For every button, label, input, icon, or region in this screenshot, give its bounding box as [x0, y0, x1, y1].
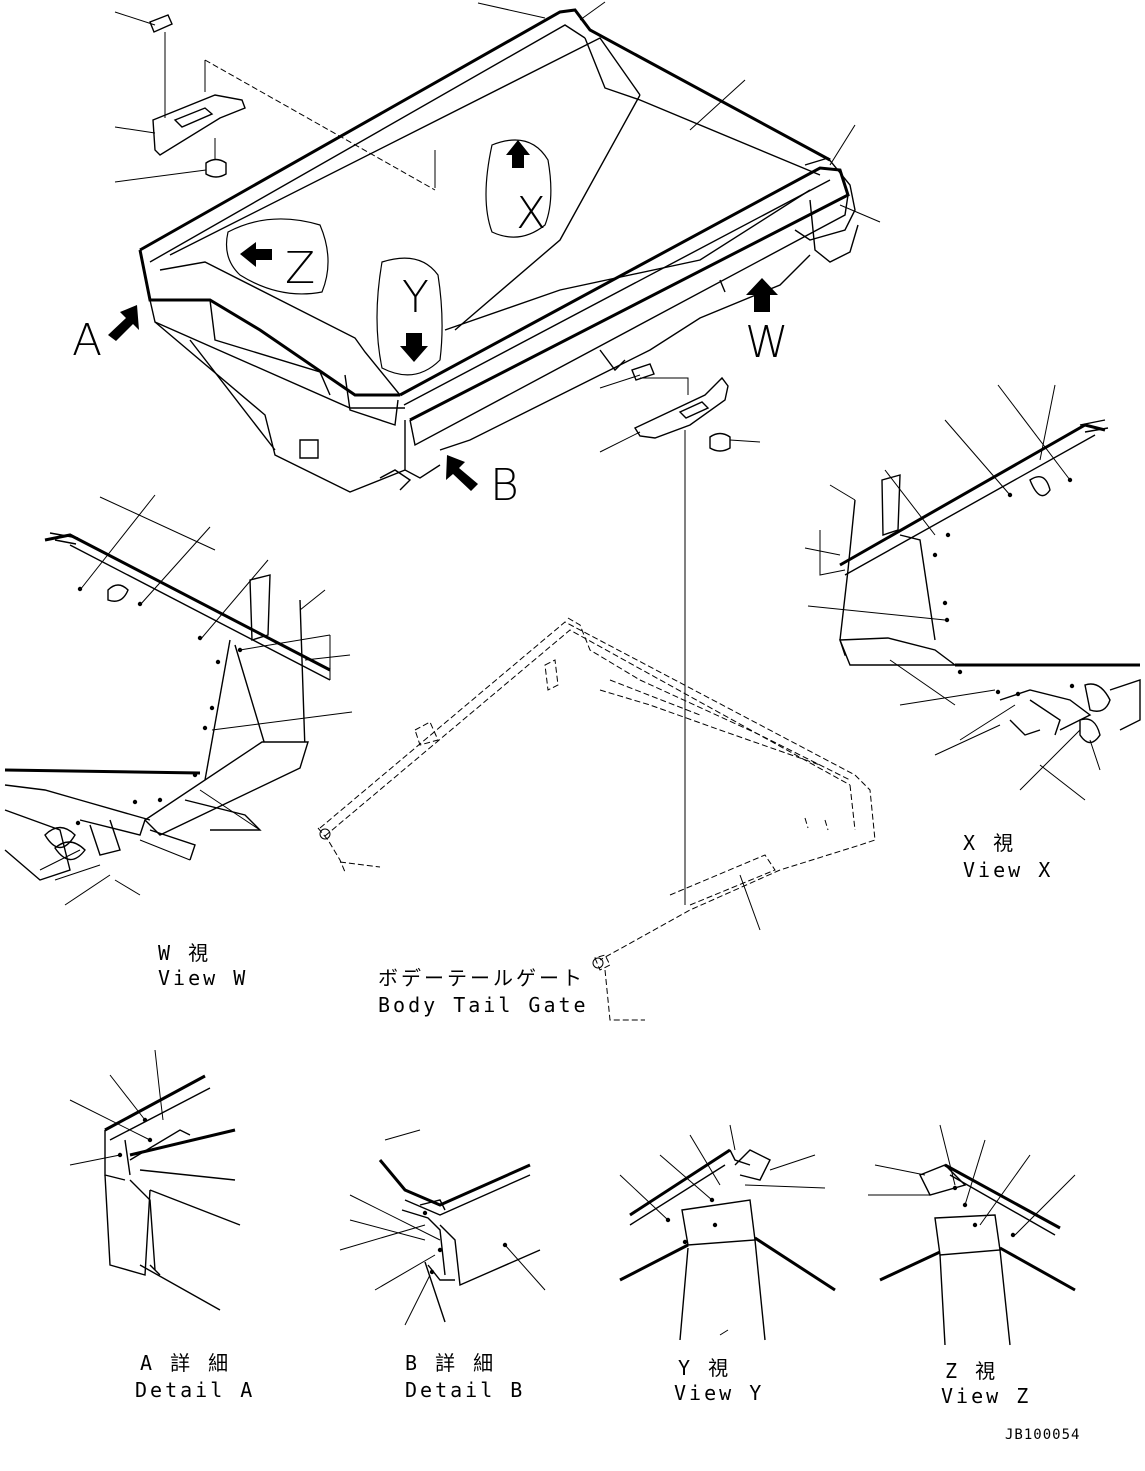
detail-a-drawing: [69, 1049, 241, 1311]
marker-b-label: B: [490, 460, 519, 511]
detail-b-drawing: [339, 1129, 546, 1326]
view-marker-z: [225, 218, 329, 295]
view-x-drawing: [804, 384, 1141, 801]
detail-a-caption-en: Detail A: [135, 1378, 255, 1402]
view-y-caption-en: View Y: [674, 1381, 764, 1405]
marker-a-label: A: [72, 315, 102, 366]
tail-gate-drawing: [317, 617, 876, 1021]
view-z-caption-en: View Z: [941, 1384, 1031, 1408]
marker-w-label: W: [745, 317, 789, 368]
marker-x-label: X: [516, 188, 546, 239]
detail-a-caption-jp: A 詳 細: [140, 1351, 231, 1375]
view-w-drawing: [4, 494, 353, 906]
view-x-caption-jp: X 視: [963, 831, 1016, 855]
detail-b-caption-en: Detail B: [405, 1378, 525, 1402]
tail-gate-caption-en: Body Tail Gate: [378, 993, 589, 1017]
hinge-parts-mid-right: [599, 363, 761, 905]
hinge-parts-top-left: [114, 11, 436, 191]
arrow-w: [746, 278, 778, 312]
marker-y-label: Y: [402, 272, 429, 323]
arrow-a: [108, 305, 139, 341]
tail-gate-caption-jp: ボデーテールゲート: [378, 966, 585, 990]
detail-b-caption-jp: B 詳 細: [405, 1351, 496, 1375]
dump-body: [138, 1, 881, 493]
view-z-caption-jp: Z 視: [945, 1359, 998, 1383]
view-z-drawing: [868, 1124, 1076, 1346]
arrow-b: [446, 455, 478, 491]
view-marker-y: [376, 257, 443, 376]
view-y-caption-jp: Y 視: [678, 1356, 731, 1380]
view-marker-x: [485, 139, 552, 238]
drawing-code: JB100054: [1005, 1427, 1080, 1443]
marker-z-label: Z: [285, 243, 315, 294]
view-x-caption-en: View X: [963, 858, 1053, 882]
view-y-drawing: [619, 1124, 836, 1341]
view-w-caption-jp: W 視: [158, 941, 211, 965]
view-w-caption-en: View W: [158, 966, 248, 990]
